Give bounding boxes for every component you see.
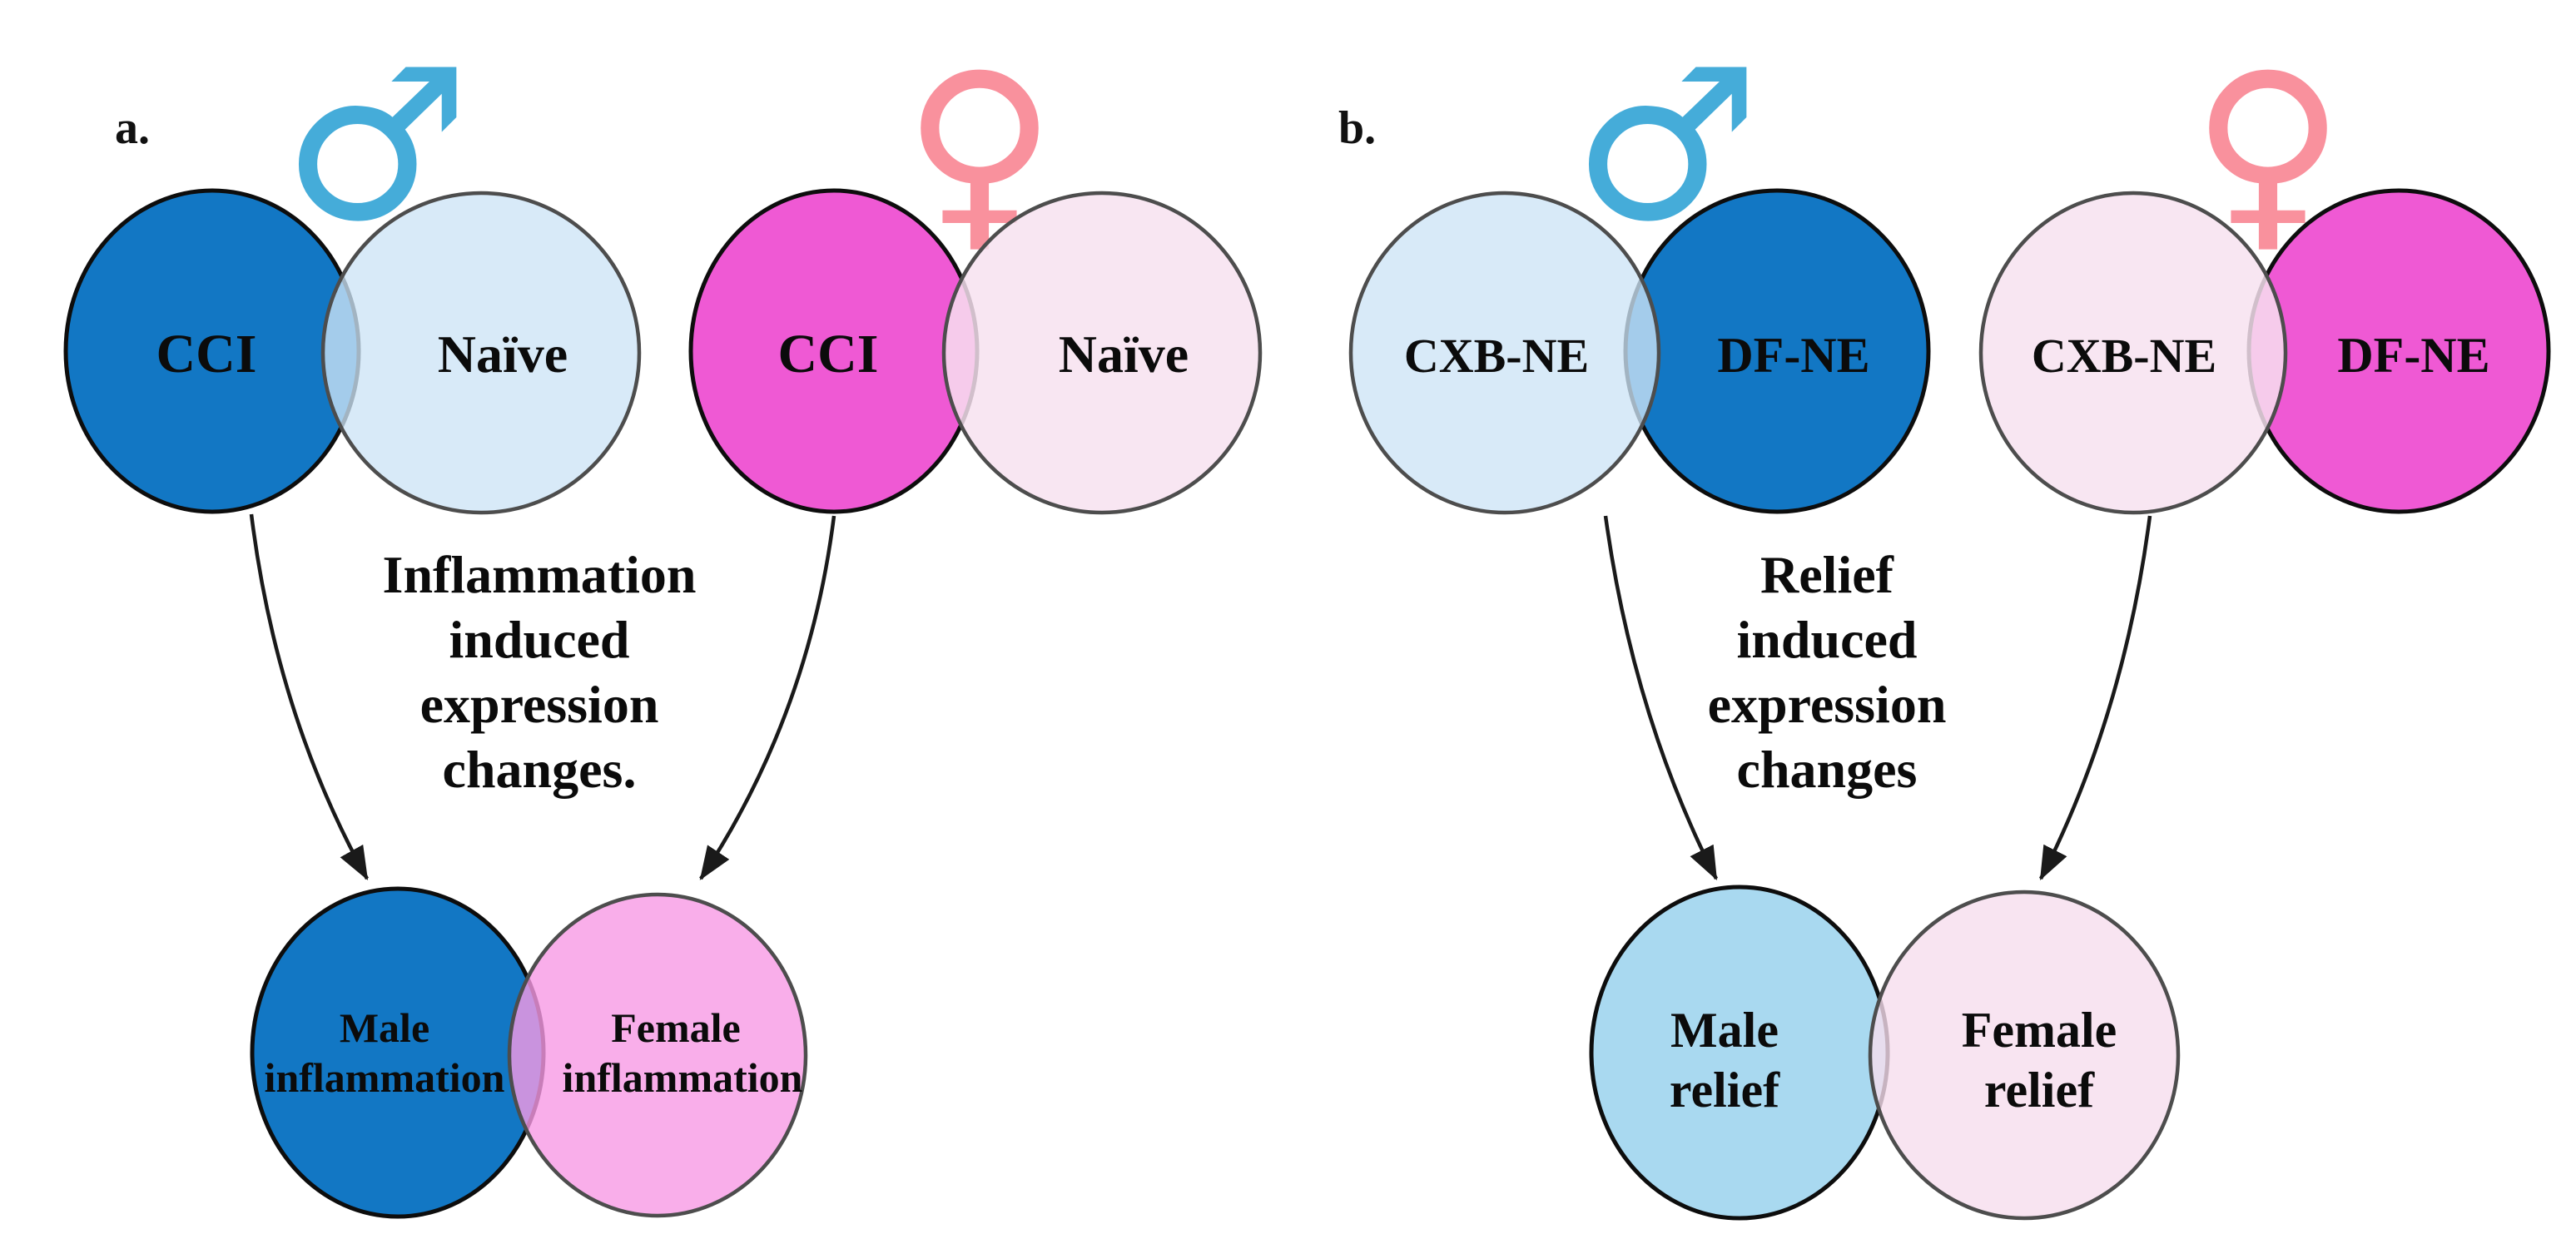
panel-b-female-venn: CXB-NE DF-NE xyxy=(1978,188,2551,515)
venn-circle-cxbne-female xyxy=(1978,191,2288,515)
arrow-female-to-inflammation xyxy=(699,515,836,880)
caption-line: induced xyxy=(1737,610,1918,669)
panel-b-bottom-venn: Male relief Female relief xyxy=(1589,885,2181,1221)
caption-line: changes xyxy=(1737,740,1918,799)
caption-line: expression xyxy=(1708,675,1947,734)
venn-circle-naive-female xyxy=(941,191,1263,515)
venn-label-male-relief-line1: Male xyxy=(1670,1003,1779,1058)
venn-circle-naive-male xyxy=(320,191,642,515)
venn-label-female-inflammation-line2: inflammation xyxy=(563,1054,803,1101)
panel-a-caption: Inflammation induced expression changes. xyxy=(383,545,697,799)
panel-a-female-venn: CCI Naïve xyxy=(688,188,1263,515)
venn-circle-female-relief xyxy=(1868,890,2181,1221)
panel-b: b. ♂ CXB-NE DF-NE ♀ CXB-NE DF-NE Relief … xyxy=(1338,24,2551,1221)
panel-a-label: a. xyxy=(115,102,150,154)
panel-a: a. ♂ CCI Naïve ♀ CCI Naïve Inflammation … xyxy=(63,24,1263,1219)
venn-label-dfne-female: DF-NE xyxy=(2337,328,2489,383)
venn-label-dfne-male: DF-NE xyxy=(1717,328,1869,383)
venn-label-cci-male: CCI xyxy=(156,324,256,384)
caption-line: Inflammation xyxy=(383,545,697,604)
venn-label-female-relief-line1: Female xyxy=(1962,1003,2117,1058)
venn-label-naive-female: Naïve xyxy=(1059,325,1189,384)
venn-circle-female-inflammation xyxy=(507,892,808,1218)
panel-b-male-venn: CXB-NE DF-NE xyxy=(1348,188,1931,515)
venn-circle-male-inflammation xyxy=(250,886,546,1219)
caption-line: changes. xyxy=(443,740,637,799)
caption-line: induced xyxy=(449,610,630,669)
arrow-male-to-relief xyxy=(1603,515,1719,881)
venn-label-cxbne-female: CXB-NE xyxy=(2032,329,2216,383)
venn-label-cxbne-male: CXB-NE xyxy=(1404,329,1589,383)
venn-label-male-inflammation-line2: inflammation xyxy=(265,1054,505,1101)
venn-label-naive-male: Naïve xyxy=(438,325,568,384)
arrow-female-to-relief xyxy=(2038,515,2152,881)
caption-line: expression xyxy=(420,675,659,734)
venn-label-male-relief-line2: relief xyxy=(1670,1063,1780,1118)
arrow-male-to-inflammation xyxy=(249,513,369,880)
venn-label-female-inflammation-line1: Female xyxy=(611,1004,740,1051)
venn-circle-cxbne-male xyxy=(1348,191,1661,515)
panel-b-caption: Relief induced expression changes xyxy=(1708,545,1947,799)
venn-label-cci-female: CCI xyxy=(777,324,878,384)
caption-line: Relief xyxy=(1760,545,1894,604)
panel-a-bottom-venn: Male inflammation Female inflammation xyxy=(250,886,808,1219)
venn-label-female-relief-line2: relief xyxy=(1984,1063,2095,1118)
panel-a-male-venn: CCI Naïve xyxy=(63,188,642,515)
panel-b-label: b. xyxy=(1338,102,1376,154)
venn-label-male-inflammation-line1: Male xyxy=(340,1004,429,1051)
